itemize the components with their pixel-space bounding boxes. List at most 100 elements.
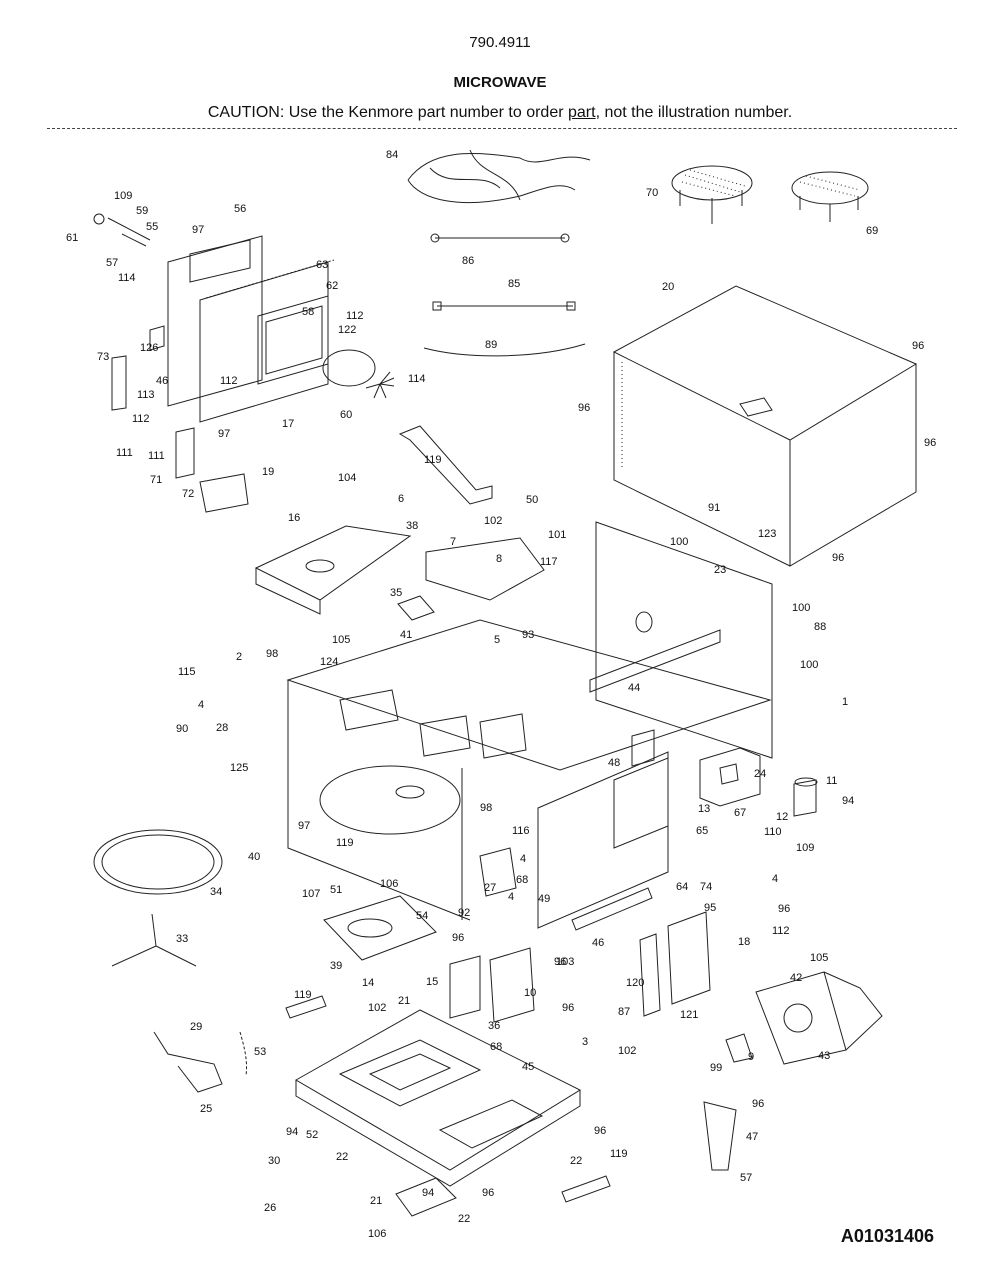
callout-label: 91	[708, 502, 720, 514]
callout-label: 115	[178, 666, 196, 678]
callout-label: 95	[704, 902, 716, 914]
callout-label: 90	[176, 723, 188, 735]
callout-label: 119	[610, 1148, 628, 1160]
callout-label: 113	[137, 389, 155, 401]
callout-label: 38	[406, 520, 418, 532]
magnetron	[699, 747, 818, 817]
caution-note: CAUTION: Use the Kenmore part number to …	[0, 104, 1000, 122]
control-panel-frame	[537, 729, 669, 929]
callout-label: 25	[200, 1103, 212, 1115]
callout-label: 36	[488, 1020, 500, 1032]
callout-label: 24	[754, 768, 766, 780]
callout-label: 99	[710, 1062, 722, 1074]
page-title: MICROWAVE	[453, 74, 547, 91]
callout-label: 42	[790, 972, 802, 984]
callout-label: 96	[924, 437, 936, 449]
callout-label: 96	[554, 956, 566, 968]
callout-label: 14	[362, 977, 374, 989]
callout-label: 96	[778, 903, 790, 915]
diagram-reference-code: A01031406	[840, 1226, 934, 1246]
callout-label: 35	[390, 587, 402, 599]
callout-label: 57	[106, 257, 118, 269]
callout-label: 112	[132, 413, 150, 425]
callout-label: 102	[368, 1002, 386, 1014]
callout-label: 96	[452, 932, 464, 944]
callout-label: 6	[398, 493, 404, 505]
caution-text-end: , not the illustration number.	[595, 104, 793, 121]
callout-label: 124	[320, 656, 338, 668]
callout-label: 72	[182, 488, 194, 500]
callout-label: 62	[326, 280, 338, 292]
callout-label: 21	[370, 1195, 382, 1207]
callout-label: 22	[336, 1151, 348, 1163]
callout-label: 98	[480, 802, 492, 814]
callout-label: 100	[670, 536, 688, 548]
callout-label: 53	[254, 1046, 266, 1058]
turntable-parts	[93, 829, 437, 1093]
callout-label: 88	[814, 621, 826, 633]
callout-label: 46	[592, 937, 604, 949]
callout-label: 46	[156, 375, 168, 387]
callout-label: 22	[458, 1213, 470, 1225]
callout-label: 97	[218, 428, 230, 440]
callout-label: 119	[336, 837, 354, 849]
callout-label: 121	[680, 1009, 698, 1021]
callout-label: 56	[234, 203, 246, 215]
callout-label: 63	[316, 259, 328, 271]
callout-label: 48	[608, 757, 620, 769]
top-cover-plate	[254, 425, 545, 621]
callout-label: 107	[302, 888, 320, 900]
callout-label: 93	[522, 629, 534, 641]
callout-label: 3	[582, 1036, 588, 1048]
caution-text-start: CAUTION: Use the Kenmore part number to …	[207, 104, 568, 121]
callout-label: 17	[282, 418, 294, 430]
callout-label: 114	[118, 272, 136, 284]
base-plate	[294, 1009, 582, 1187]
callout-label: 8	[496, 553, 502, 565]
callout-label: 105	[810, 952, 828, 964]
callout-label: 86	[462, 255, 474, 267]
callout-label: 106	[380, 878, 398, 890]
callout-label: 94	[842, 795, 854, 807]
callout-label: 73	[97, 351, 109, 363]
callout-label: 114	[408, 373, 426, 385]
callout-label: 98	[266, 648, 278, 660]
callout-label: 125	[230, 762, 248, 774]
callout-label: 105	[332, 634, 350, 646]
outer-cabinet	[612, 285, 918, 567]
callout-label: 101	[548, 529, 566, 541]
callout-label: 85	[508, 278, 520, 290]
caution-part-word: part	[568, 104, 596, 121]
callout-label: 64	[676, 881, 688, 893]
callout-label: 34	[210, 886, 222, 898]
callout-label: 96	[578, 402, 590, 414]
callout-label: 94	[422, 1187, 434, 1199]
header-divider	[47, 128, 957, 129]
callout-label: 112	[220, 375, 238, 387]
callout-label: 52	[306, 1129, 318, 1141]
callout-label: 116	[512, 825, 530, 837]
callout-label: 27	[484, 882, 496, 894]
callout-label: 2	[236, 651, 242, 663]
callout-label: 12	[776, 811, 788, 823]
callout-label: 89	[485, 339, 497, 351]
callout-label: 49	[538, 893, 550, 905]
callout-label: 96	[832, 552, 844, 564]
callout-label: 70	[646, 187, 658, 199]
callout-label: 20	[662, 281, 674, 293]
cooking-racks	[671, 165, 869, 224]
callout-label: 43	[818, 1050, 830, 1062]
callout-label: 41	[400, 629, 412, 641]
callout-label: 16	[288, 512, 300, 524]
callout-label: 120	[626, 977, 644, 989]
callout-label: 21	[398, 995, 410, 1007]
callout-label: 30	[268, 1155, 280, 1167]
wire-harness	[407, 149, 591, 357]
callout-label: 92	[458, 907, 470, 919]
callout-label: 45	[522, 1061, 534, 1073]
callout-label: 51	[330, 884, 342, 896]
callout-label: 112	[772, 925, 790, 937]
callout-label: 4	[520, 853, 526, 865]
callout-label: 1	[842, 696, 848, 708]
